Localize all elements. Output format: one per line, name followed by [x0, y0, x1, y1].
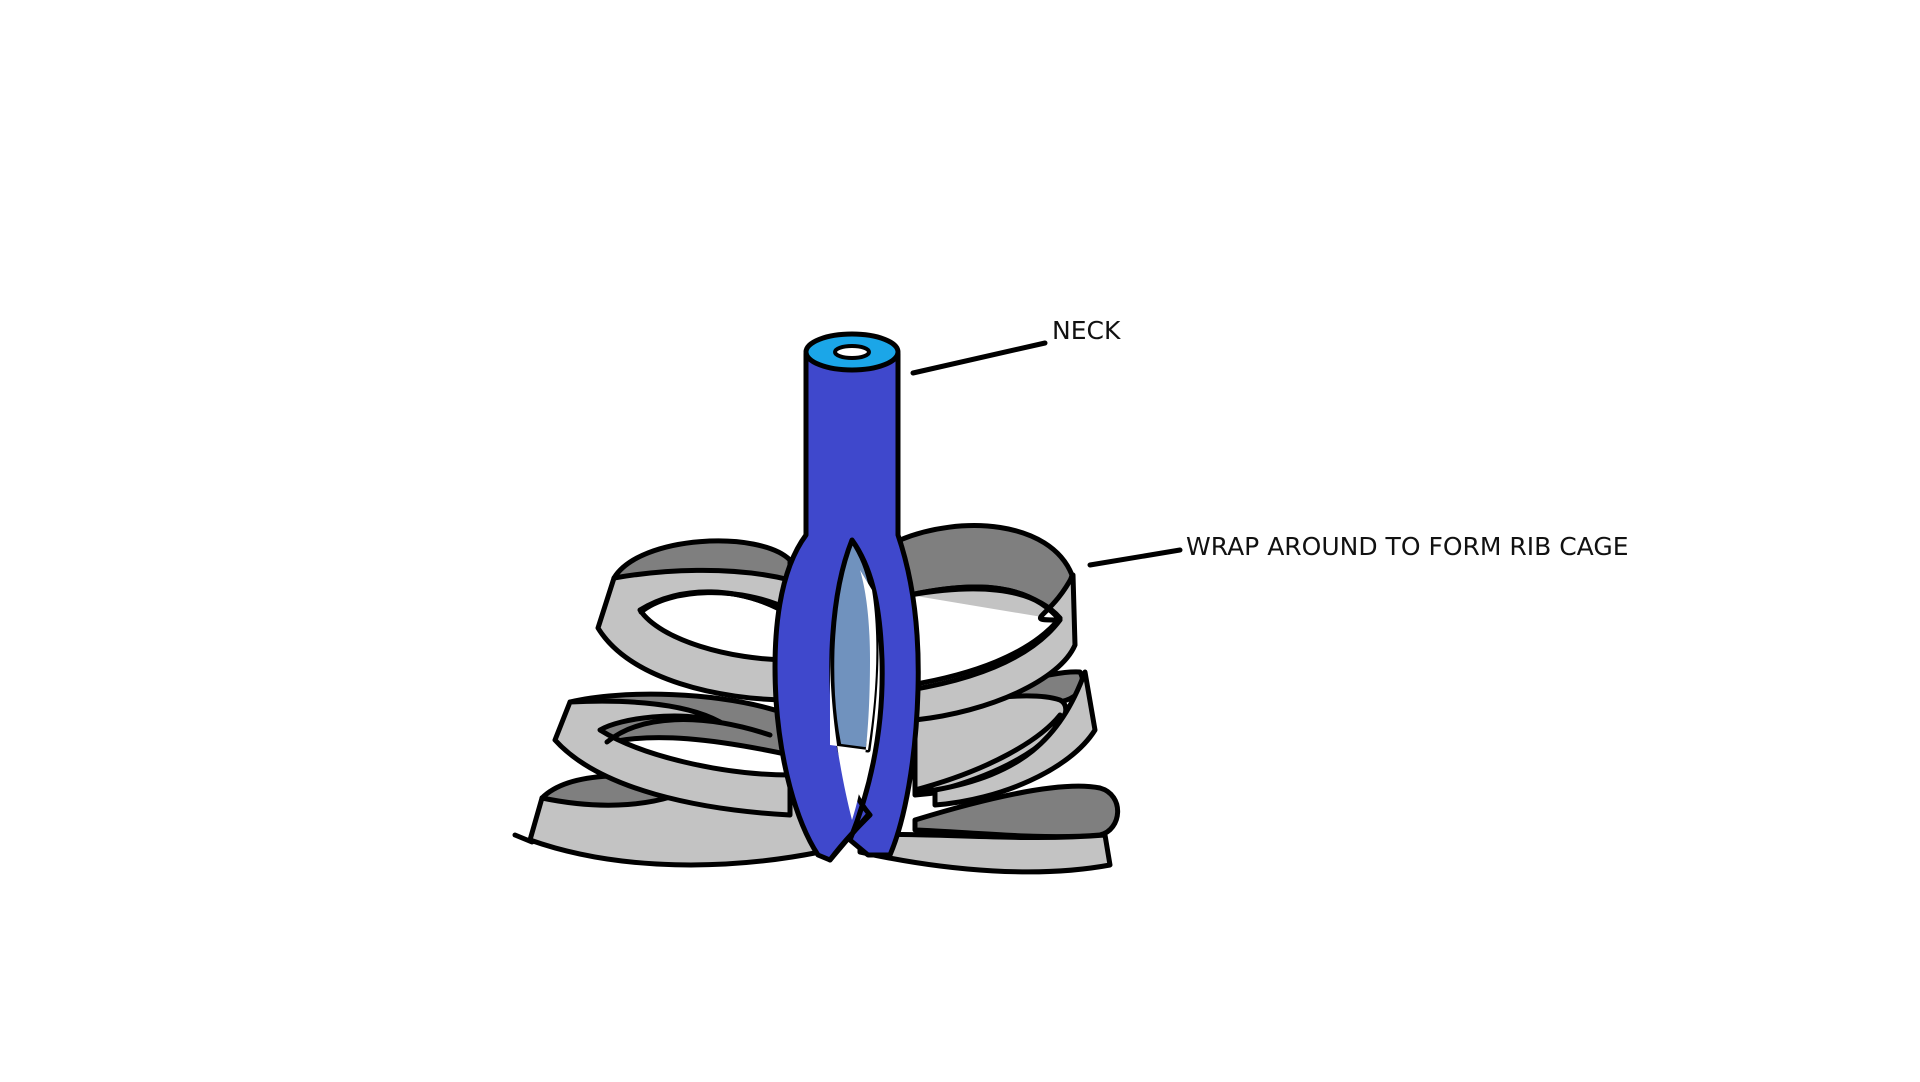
rib-cage-leader-line — [1087, 547, 1183, 568]
fork-gap — [830, 570, 877, 820]
rib-cage-label: WRAP AROUND TO FORM RIB CAGE — [1186, 532, 1629, 561]
rib-top-left — [595, 538, 793, 703]
rib-bottom-right — [857, 783, 1121, 875]
neck-leader-line — [910, 340, 1048, 376]
neck-opening — [833, 344, 871, 360]
neck-label: NECK — [1052, 316, 1121, 345]
rib-top-right — [897, 523, 1078, 723]
neck — [772, 351, 921, 863]
